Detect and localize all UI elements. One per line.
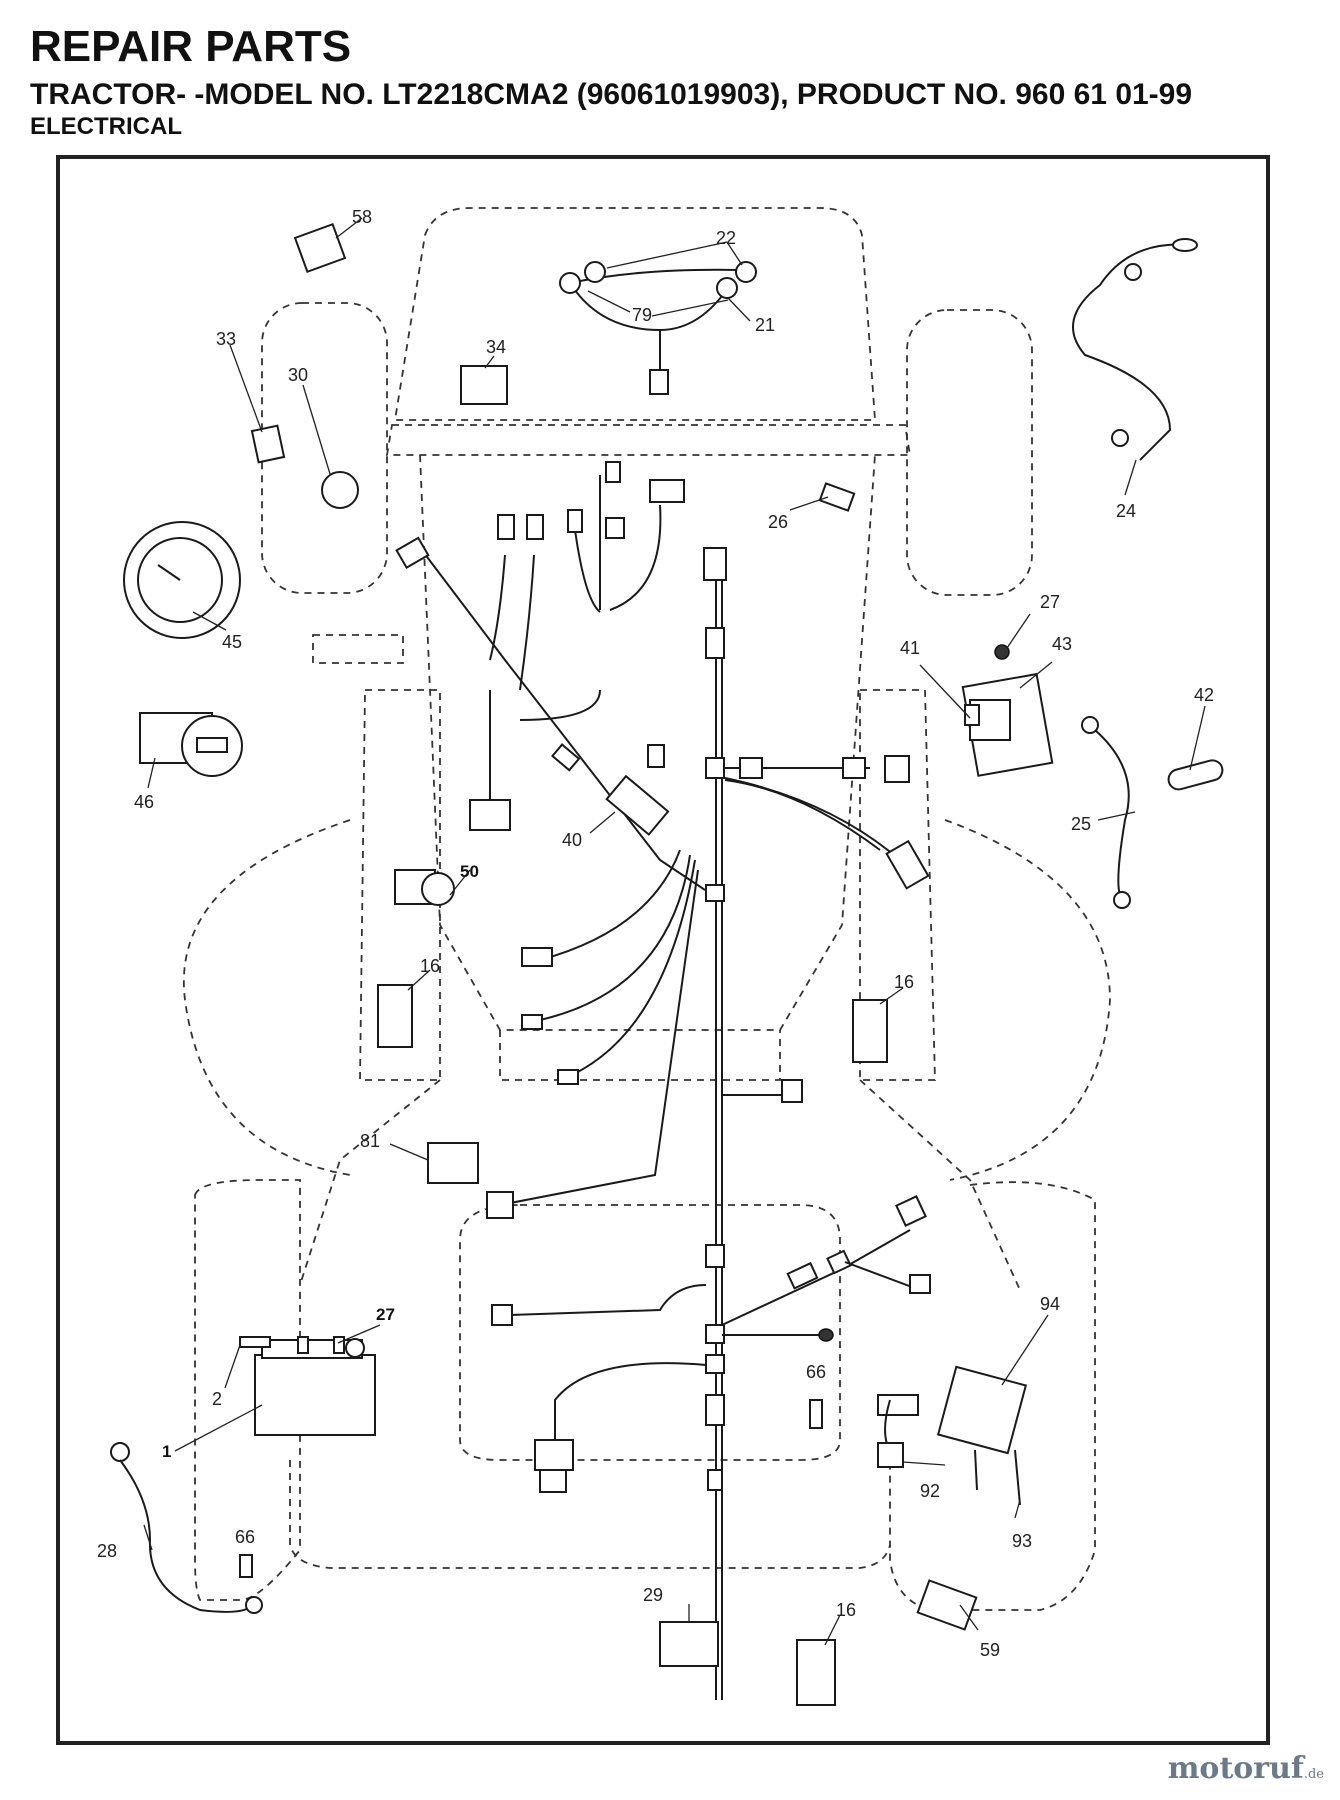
part-label-30: 30 (288, 365, 308, 385)
part-label-16b: 16 (894, 972, 914, 992)
part-label-43: 43 (1052, 634, 1072, 654)
part-label-33: 33 (216, 329, 236, 349)
part-label-50: 50 (460, 862, 479, 881)
part-34-shape (460, 365, 508, 405)
part-label-46: 46 (134, 792, 154, 812)
part-label-16a: 16 (420, 956, 440, 976)
part-label-40: 40 (562, 830, 582, 850)
model-line: TRACTOR- -MODEL NO. LT2218CMA2 (96061019… (30, 78, 1193, 111)
part-58-shape (293, 222, 347, 274)
part-label-45: 45 (222, 632, 242, 652)
watermark-tld: .de (1303, 1767, 1324, 1782)
wiring-harness (395, 461, 931, 1700)
part-label-92: 92 (920, 1481, 940, 1501)
part-label-42: 42 (1194, 685, 1214, 705)
part-label-93: 93 (1012, 1531, 1032, 1551)
page-title: REPAIR PARTS (30, 22, 352, 71)
part-label-29: 29 (643, 1585, 663, 1605)
part-label-81: 81 (360, 1131, 380, 1151)
part-label-1: 1 (162, 1442, 171, 1461)
leader-lines (143, 217, 1206, 1646)
part-label-25: 25 (1071, 814, 1091, 834)
diagram-frame (56, 155, 1270, 1745)
part-label-27b: 27 (376, 1305, 395, 1324)
section-title: ELECTRICAL (30, 113, 182, 140)
part-label-66b: 66 (235, 1527, 255, 1547)
part-29-shape (659, 1621, 719, 1667)
watermark-brand: motoruf (1167, 1751, 1304, 1786)
part-label-24: 24 (1116, 501, 1136, 521)
part-label-41: 41 (900, 638, 920, 658)
part-label-22: 22 (716, 228, 736, 248)
part-label-66a: 66 (806, 1362, 826, 1382)
harness-connector (705, 757, 725, 779)
harness-connector (703, 547, 727, 581)
part-label-58: 58 (352, 207, 372, 227)
part-label-28: 28 (97, 1541, 117, 1561)
tractor-outline (183, 207, 1111, 1611)
harness-connector (705, 884, 725, 902)
part-label-34: 34 (486, 337, 506, 357)
part-label-2: 2 (212, 1389, 222, 1409)
watermark-logo: motoruf.de (1168, 1751, 1324, 1786)
harness-connector (705, 627, 725, 659)
component-glyphs (110, 222, 1224, 1706)
part-label-16c: 16 (836, 1600, 856, 1620)
part-label-27a: 27 (1040, 592, 1060, 612)
part-label-21: 21 (755, 315, 775, 335)
part-label-94: 94 (1040, 1294, 1060, 1314)
part-label-26: 26 (768, 512, 788, 532)
part-label-59: 59 (980, 1640, 1000, 1660)
part-labels: 58 22 79 21 34 33 30 24 26 45 27 41 43 4… (97, 207, 1214, 1660)
part-label-79: 79 (632, 305, 652, 325)
